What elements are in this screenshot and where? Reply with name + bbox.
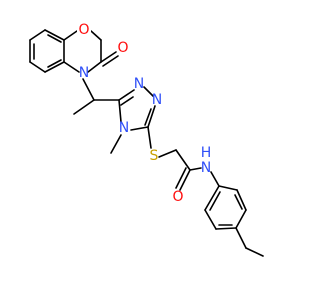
phenyl-ring-bottom — [204, 185, 264, 257]
atom-n-triazole-methyl: N — [119, 120, 129, 136]
atom-h-amide: H — [201, 145, 212, 161]
amide-group — [175, 167, 220, 191]
triazole-ring — [110, 86, 156, 154]
structure-drawing: O O N N N N S O N H — [29, 20, 264, 257]
atom-n-amide: N — [201, 160, 211, 176]
atom-s-thioether: S — [150, 148, 159, 164]
atom-o-carbonyl: O — [117, 40, 128, 56]
label-bg — [77, 20, 91, 38]
oxazine-ring — [63, 30, 119, 73]
atom-n-triazole-right: N — [152, 92, 162, 108]
molecule-diagram: O O N N N N S O N H — [29, 20, 264, 257]
atom-o-amide: O — [172, 189, 183, 205]
benzene-ring-top — [29, 29, 65, 73]
ethylidene-linker — [73, 78, 120, 115]
atom-n-triazole-upper: N — [134, 76, 144, 92]
atom-o-ring: O — [78, 22, 89, 38]
atom-n-benzoxazine: N — [79, 65, 89, 81]
thioether-chain — [147, 126, 191, 171]
